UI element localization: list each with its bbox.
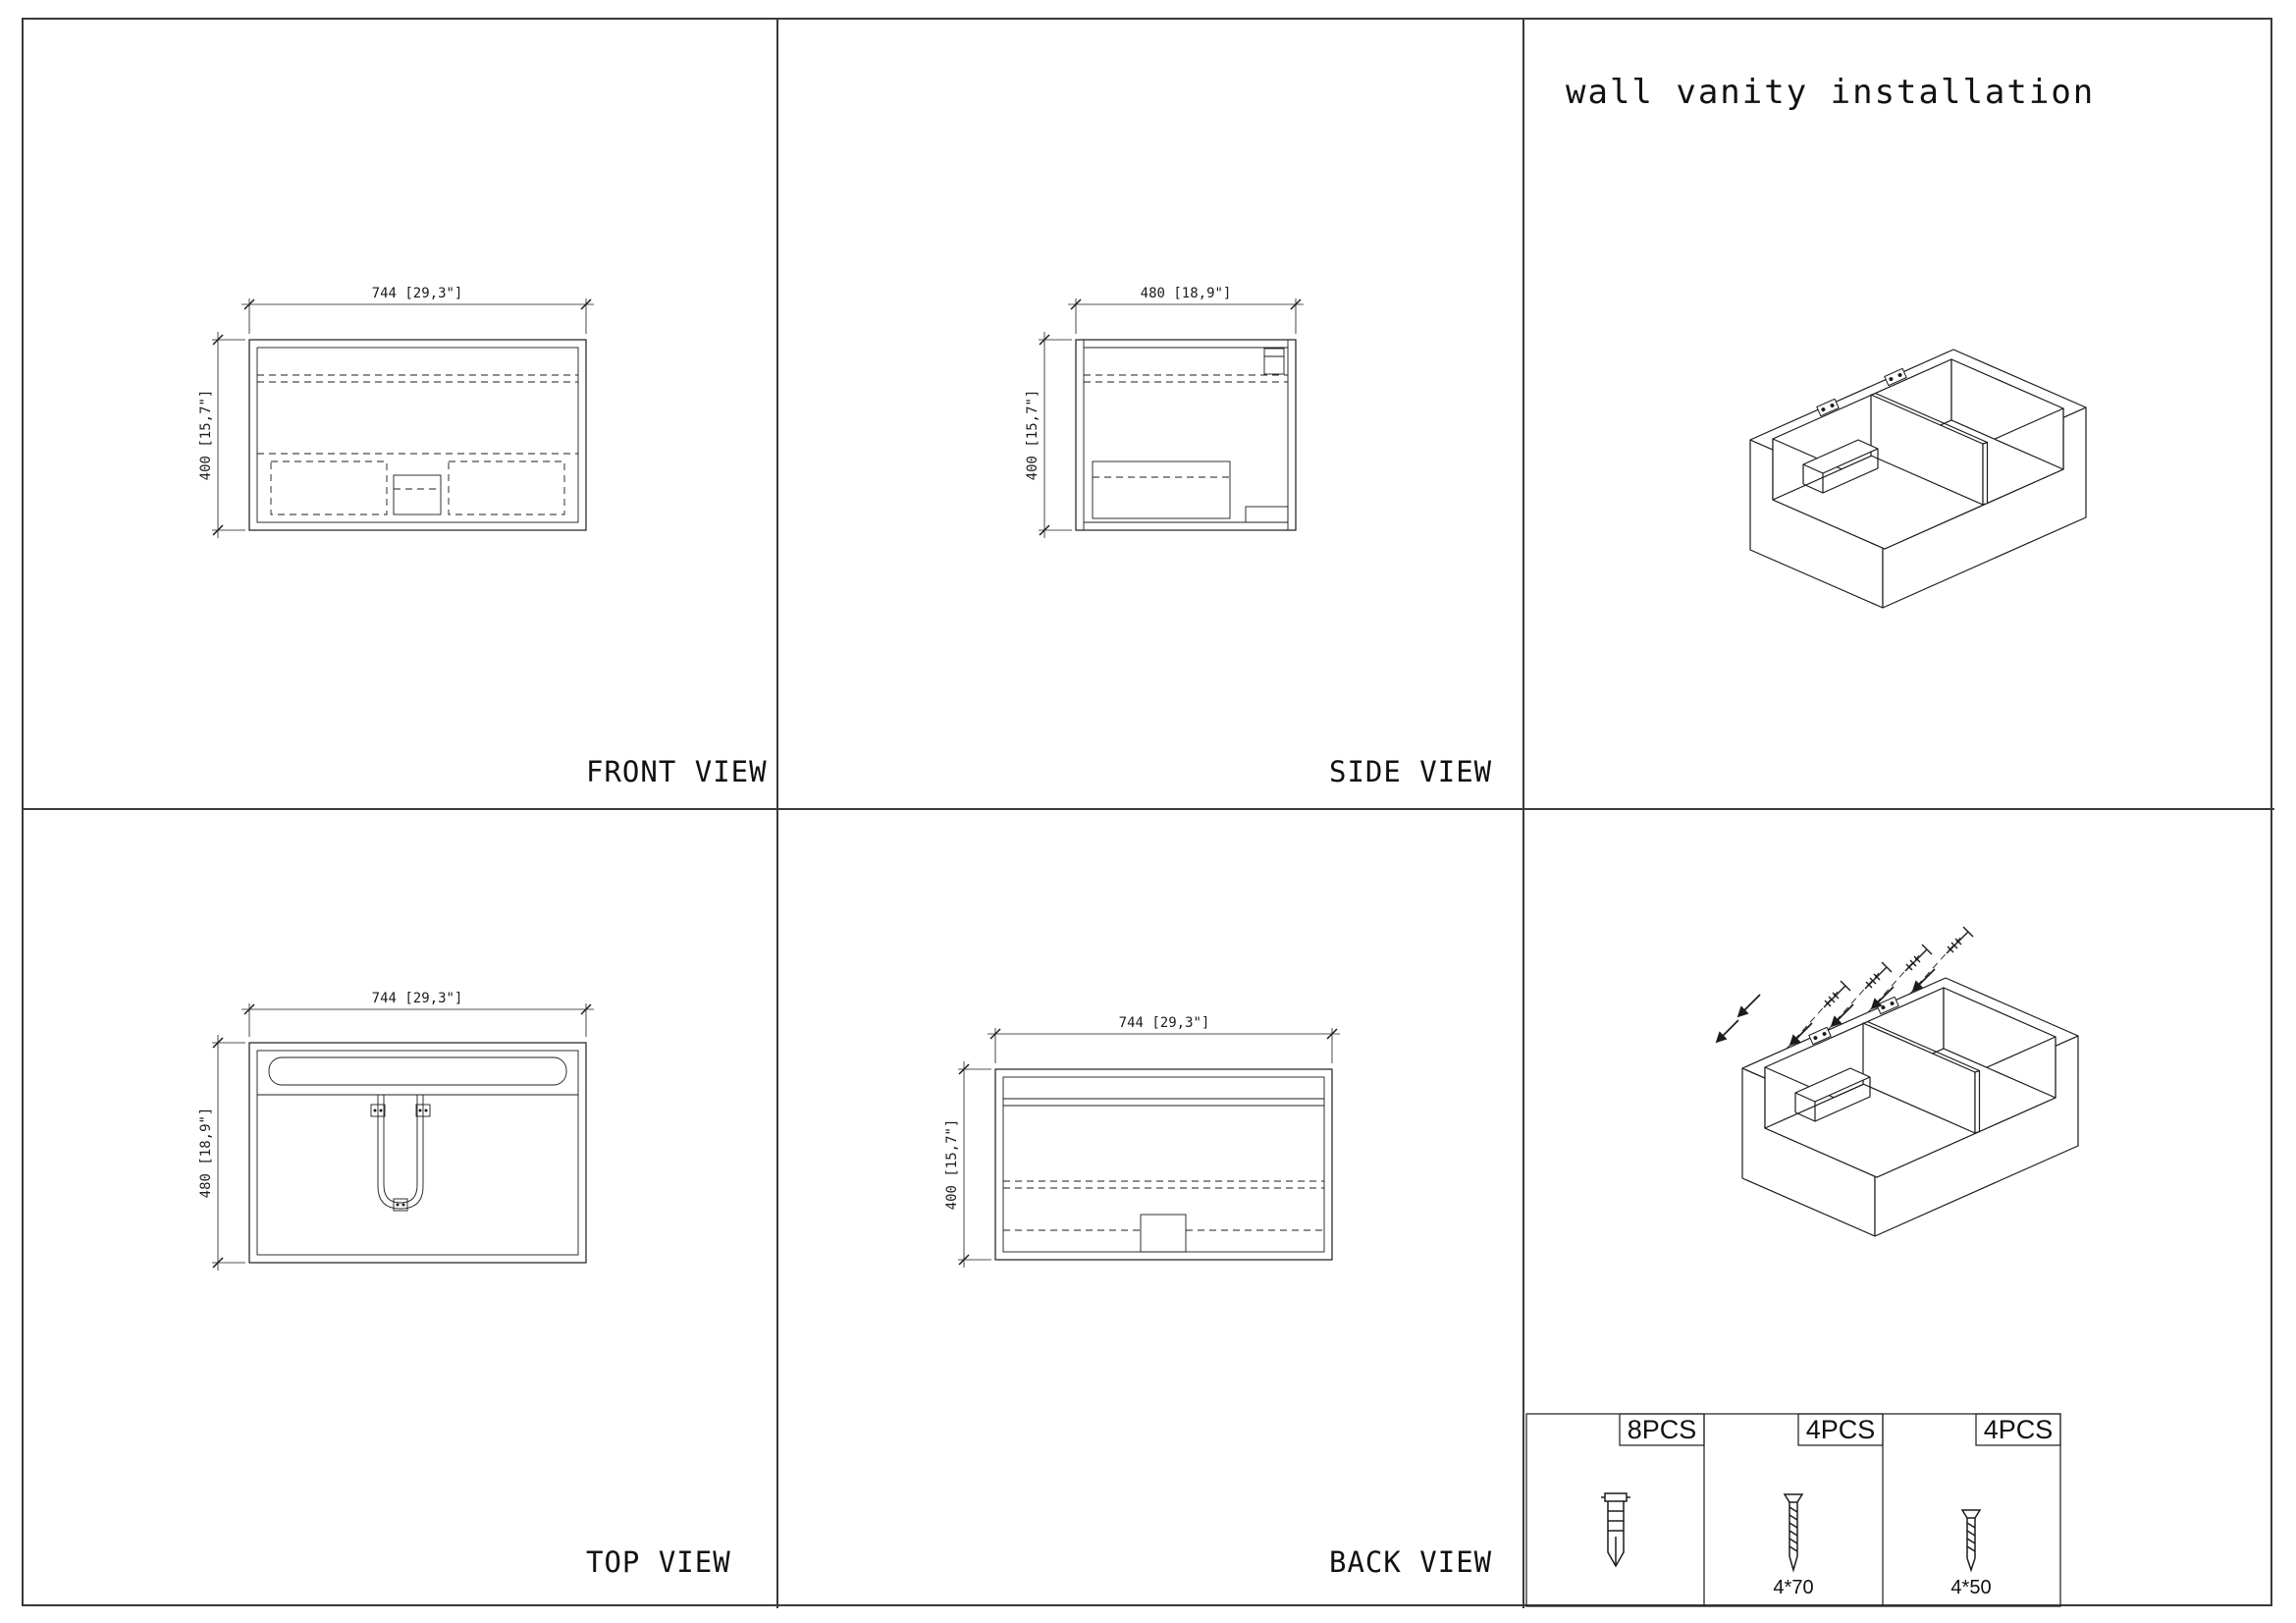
wall-anchor-icon bbox=[1601, 1492, 1630, 1568]
side-view-dimensions: 480 [18,9"] 400 [15,7"] bbox=[1025, 286, 1304, 538]
side-view-drawing: 480 [18,9"] 400 [15,7"] bbox=[1025, 286, 1304, 538]
screw-70-qty-label: 4PCS bbox=[1806, 1415, 1876, 1444]
anchor-qty-label: 8PCS bbox=[1628, 1415, 1697, 1444]
iso-view-panel: wall vanity installation bbox=[1522, 18, 2274, 808]
top-view-label: TOP VIEW bbox=[586, 1545, 731, 1579]
iso-cabinet-symbol bbox=[1742, 978, 2078, 1236]
screw-70-size-label: 4*70 bbox=[1773, 1577, 1813, 1598]
top-view-clips bbox=[370, 1104, 431, 1212]
iso-cabinet-drawing bbox=[1522, 18, 2274, 808]
side-width-dim: 480 [18,9"] bbox=[1141, 286, 1232, 301]
front-view-dimensions: 744 [29,3"] 400 [15,7"] bbox=[198, 286, 594, 538]
back-view-cabinet bbox=[994, 1068, 1333, 1261]
top-view-cabinet bbox=[248, 1042, 587, 1264]
back-height-dim: 400 [15,7"] bbox=[944, 1119, 960, 1211]
top-view-drawing: 744 [29,3"] 480 [18,9"] bbox=[198, 991, 594, 1271]
installation-screws bbox=[1716, 926, 1974, 1050]
back-view-drawing: 744 [29,3"] 400 [15,7"] bbox=[944, 1015, 1340, 1268]
screw-50-size-label: 4*50 bbox=[1950, 1577, 1991, 1598]
top-view-dimensions: 744 [29,3"] 480 [18,9"] bbox=[198, 991, 594, 1271]
side-view-label: SIDE VIEW bbox=[1329, 755, 1493, 788]
back-width-dim: 744 [29,3"] bbox=[1119, 1015, 1210, 1031]
back-view-label: BACK VIEW bbox=[1329, 1545, 1493, 1579]
grid-divider-vertical-2 bbox=[1522, 18, 1524, 1608]
front-view-label: FRONT VIEW bbox=[586, 755, 768, 788]
back-view-panel: 744 [29,3"] 400 [15,7"] BACK VIEW bbox=[776, 808, 1522, 1608]
iso-cabinet-symbol bbox=[1750, 350, 2086, 608]
front-width-dim: 744 [29,3"] bbox=[372, 286, 463, 301]
front-view-cabinet bbox=[248, 339, 587, 531]
top-width-dim: 744 [29,3"] bbox=[372, 991, 463, 1006]
screw-70-icon bbox=[1783, 1493, 1804, 1573]
front-height-dim: 400 [15,7"] bbox=[198, 390, 214, 481]
page-title: wall vanity installation bbox=[1566, 73, 2096, 112]
back-view-dimensions: 744 [29,3"] 400 [15,7"] bbox=[944, 1015, 1340, 1268]
top-height-dim: 480 [18,9"] bbox=[198, 1108, 214, 1199]
front-view-panel: 744 [29,3"] 400 [15,7"] FRONT VIEW bbox=[22, 18, 776, 808]
parts-table: 8PCS 4PCS 4PCS bbox=[1525, 1413, 2061, 1607]
side-view-cabinet bbox=[1075, 339, 1297, 531]
front-view-drawing: 744 [29,3"] 400 [15,7"] bbox=[198, 286, 594, 538]
grid-divider-vertical-1 bbox=[776, 18, 778, 1608]
grid-divider-horizontal bbox=[22, 808, 2274, 810]
top-view-panel: 744 [29,3"] 480 [18,9"] bbox=[22, 808, 776, 1608]
side-view-panel: 480 [18,9"] 400 [15,7"] bbox=[776, 18, 1522, 808]
screw-50-qty-label: 4PCS bbox=[1984, 1415, 2054, 1444]
sheet-border bbox=[22, 18, 2272, 1606]
screw-50-icon bbox=[1960, 1509, 1982, 1573]
installation-panel: 8PCS 4PCS 4PCS bbox=[1522, 808, 2274, 1608]
installation-drawing: 8PCS 4PCS 4PCS bbox=[1525, 926, 2274, 1607]
side-height-dim: 400 [15,7"] bbox=[1025, 390, 1041, 481]
